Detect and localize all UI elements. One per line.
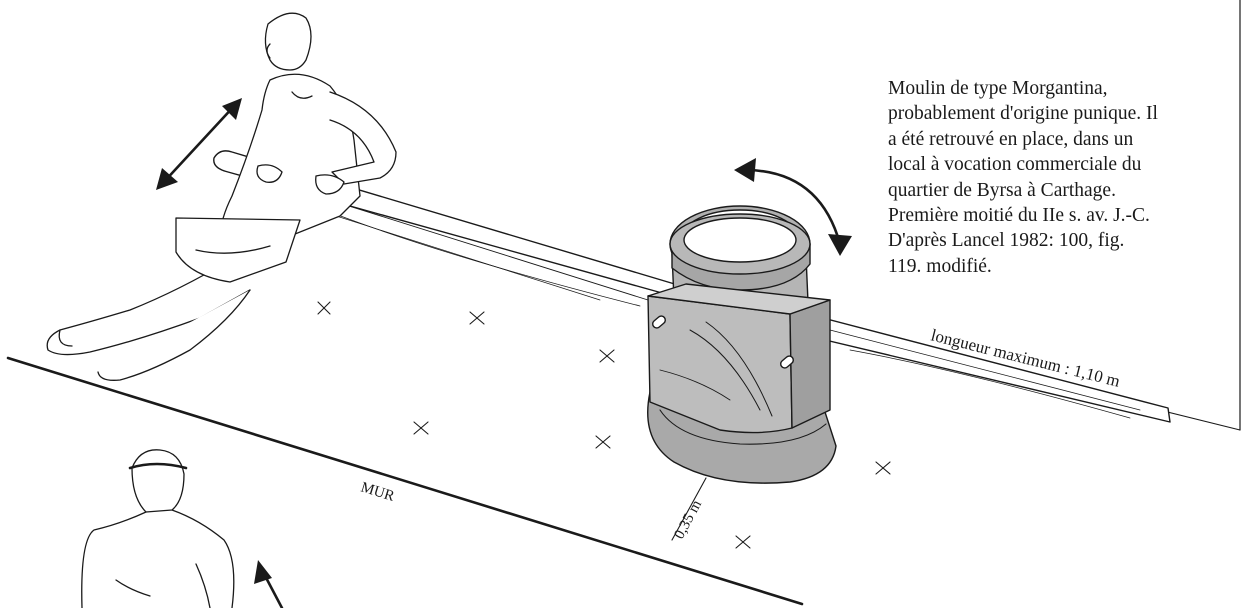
rotation-arrow (734, 158, 852, 256)
mill-slot-right (780, 355, 794, 369)
caption-line: probablement d'origine punique. Il (888, 103, 1158, 125)
right-handle-bar (789, 310, 1171, 423)
floor-cross (599, 349, 615, 363)
rotation-arrowhead-top (734, 158, 756, 182)
mill (647, 205, 837, 484)
rotation-arrowhead-bottom (828, 234, 852, 256)
caption-line: Première moitié du IIe s. av. J.-C. (888, 205, 1150, 227)
caption-line: local à vocation commerciale du (888, 154, 1142, 176)
floor-cross (875, 461, 891, 475)
mill-slot-left (652, 315, 666, 329)
gap-measure-line (671, 477, 707, 541)
figure-caption: Moulin de type Morgantina, probablement … (888, 76, 1214, 279)
gap-label: 0,35 m (671, 497, 705, 542)
push-pull-arrow (156, 98, 242, 190)
floor-cross (317, 301, 331, 315)
wall-line (6, 356, 804, 606)
caption-line: quartier de Byrsa à Carthage. (888, 179, 1116, 201)
floor-cross (735, 535, 751, 549)
caption-line: a été retrouvé en place, dans un (888, 128, 1134, 150)
lower-arrow (254, 560, 284, 608)
caption-line: D'après Lancel 1982: 100, fig. (888, 230, 1125, 252)
floor-cross (413, 421, 429, 435)
caption-line: 119. modifié. (888, 255, 992, 277)
seated-worker (46, 12, 397, 381)
second-worker (81, 449, 235, 608)
floor-cross (469, 311, 485, 325)
floor-markers (317, 301, 891, 549)
caption-line: Moulin de type Morgantina, (888, 78, 1108, 99)
floor-cross (595, 435, 611, 449)
wall-label: MUR (359, 480, 396, 505)
